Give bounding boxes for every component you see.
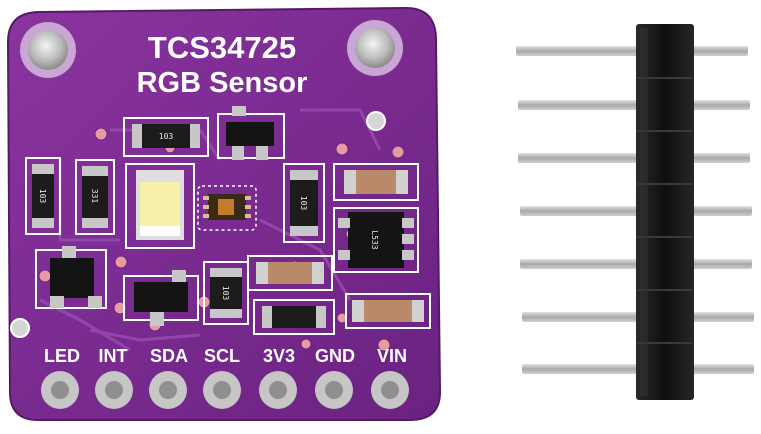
capacitor-top-right [333,163,419,201]
regulator-chip: L533 [333,207,419,273]
pin-pads [41,371,409,409]
resistor-left-1: 103 [25,157,61,235]
header-pin [518,100,750,110]
pin-label-vin: VIN [377,346,407,366]
pin-label-led: LED [44,346,80,366]
pin-pad [371,371,409,409]
pin-pad [149,371,187,409]
transistor-top [217,106,285,160]
fiducial [366,111,386,131]
sensor-board: TCS34725 RGB Sensor [6,6,442,421]
resistor-code: 103 [38,189,47,204]
header-pin [516,46,748,56]
pin-pad [315,371,353,409]
pin-label-int: INT [99,346,128,366]
board-title: TCS34725 [148,30,296,65]
fiducial [10,318,30,338]
resistor-top: 103 [123,117,209,157]
chip-marking: L533 [370,230,379,249]
resistor-lower: 103 [203,261,249,325]
capacitor-mid [247,255,333,291]
resistor-left-2: 331 [75,159,115,235]
board-subtitle: RGB Sensor [137,67,308,99]
transistor-center [123,270,199,326]
pin-label-scl: SCL [204,346,240,366]
mounting-hole-right [347,20,403,76]
white-led [125,163,195,249]
pin-pad [41,371,79,409]
header-plastic-body [636,24,694,400]
resistor-code: 103 [159,132,174,141]
color-sensor-chip [197,185,257,231]
header-pins [516,46,754,374]
pin-pad [259,371,297,409]
pin-label-3v3: 3V3 [263,346,295,366]
resistor-code: 103 [299,196,308,211]
mounting-hole-left [20,22,76,78]
pin-label-gnd: GND [315,346,355,366]
resistor-code: 331 [90,189,99,204]
pin-header [516,24,754,400]
pin-pad [203,371,241,409]
resistor-code: 103 [221,286,230,301]
resistor-mid: 103 [283,163,325,243]
pin-pad [95,371,133,409]
header-pin [518,153,750,163]
transistor-left [35,246,107,309]
resistor-bottom [253,299,335,335]
pin-label-sda: SDA [150,346,188,366]
capacitor-bottom [345,293,431,329]
pin-labels: LED INT SDA SCL 3V3 GND VIN [44,346,407,366]
